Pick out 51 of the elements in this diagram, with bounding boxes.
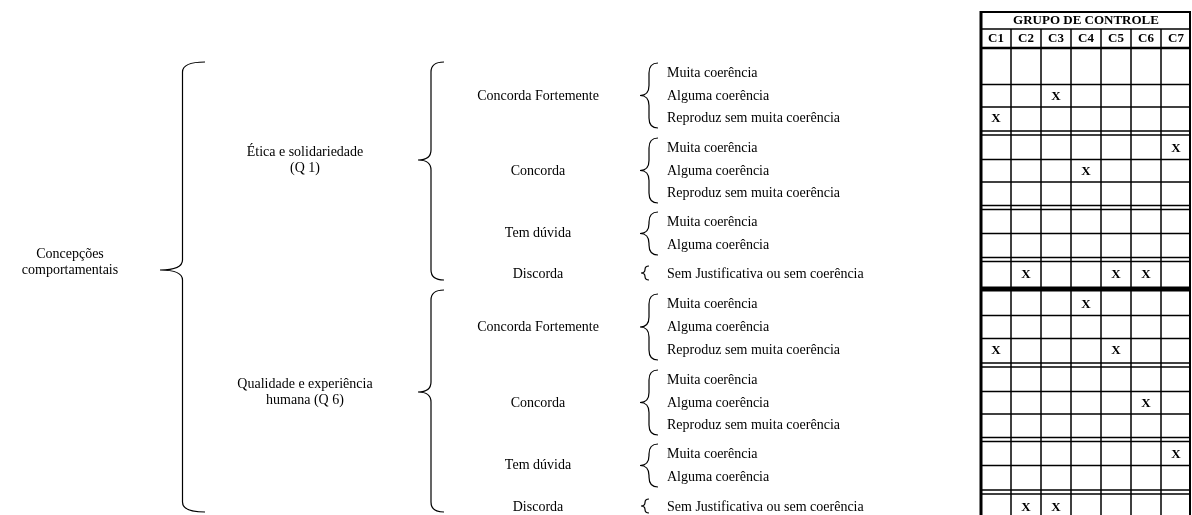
check-mark: X [1051, 499, 1061, 515]
response-label: Concorda Fortemente [477, 318, 599, 336]
table-title: GRUPO DE CONTROLE [1013, 12, 1159, 28]
check-mark: X [1081, 163, 1091, 179]
coherence-label: Sem Justificativa ou sem coerência [667, 498, 864, 515]
coherence-label: Reproduz sem muita coerência [667, 184, 840, 202]
response-label: Tem dúvida [504, 224, 572, 242]
coherence-label: Reproduz sem muita coerência [667, 341, 840, 359]
coherence-label: Muita coerência [667, 64, 758, 82]
column-header: C1 [988, 30, 1004, 46]
check-mark: X [1111, 342, 1121, 358]
coherence-label: Muita coerência [667, 371, 758, 389]
coherence-label: Reproduz sem muita coerência [667, 416, 840, 434]
check-mark: X [1081, 296, 1091, 312]
check-mark: X [1111, 266, 1121, 282]
column-header: C5 [1108, 30, 1124, 46]
check-mark: X [991, 342, 1001, 358]
coherence-label: Alguma coerência [667, 162, 770, 180]
coherence-label: Alguma coerência [667, 87, 770, 105]
response-label: Concorda Fortemente [477, 87, 599, 105]
check-mark: X [1171, 446, 1181, 462]
coherence-label: Muita coerência [667, 445, 758, 463]
coherence-label: Reproduz sem muita coerência [667, 109, 840, 127]
check-mark: X [1141, 266, 1151, 282]
check-mark: X [1051, 88, 1061, 104]
coherence-label: Sem Justificativa ou sem coerência [667, 265, 864, 283]
column-header: C3 [1048, 30, 1064, 46]
column-header: C6 [1138, 30, 1154, 46]
check-mark: X [1021, 499, 1031, 515]
check-mark: X [1141, 395, 1151, 411]
response-label: Tem dúvida [504, 456, 572, 474]
coherence-label: Alguma coerência [667, 236, 770, 254]
coherence-label: Muita coerência [667, 139, 758, 157]
coherence-label: Alguma coerência [667, 468, 770, 486]
response-label: Concorda [510, 394, 566, 412]
coherence-label: Alguma coerência [667, 394, 770, 412]
response-label: Discorda [512, 265, 564, 283]
column-header: C4 [1078, 30, 1094, 46]
category-label: Ética e solidariedade (Q 1) [245, 143, 365, 177]
column-header: C7 [1168, 30, 1184, 46]
category-label: Concepções comportamentais [20, 245, 120, 279]
coherence-label: Alguma coerência [667, 318, 770, 336]
category-label: Qualidade e experiência humana (Q 6) [236, 375, 374, 409]
coherence-label: Muita coerência [667, 213, 758, 231]
response-label: Discorda [512, 498, 564, 515]
response-label: Concorda [510, 162, 566, 180]
check-mark: X [991, 110, 1001, 126]
column-header: C2 [1018, 30, 1034, 46]
check-mark: X [1021, 266, 1031, 282]
coherence-label: Muita coerência [667, 295, 758, 313]
check-mark: X [1171, 140, 1181, 156]
